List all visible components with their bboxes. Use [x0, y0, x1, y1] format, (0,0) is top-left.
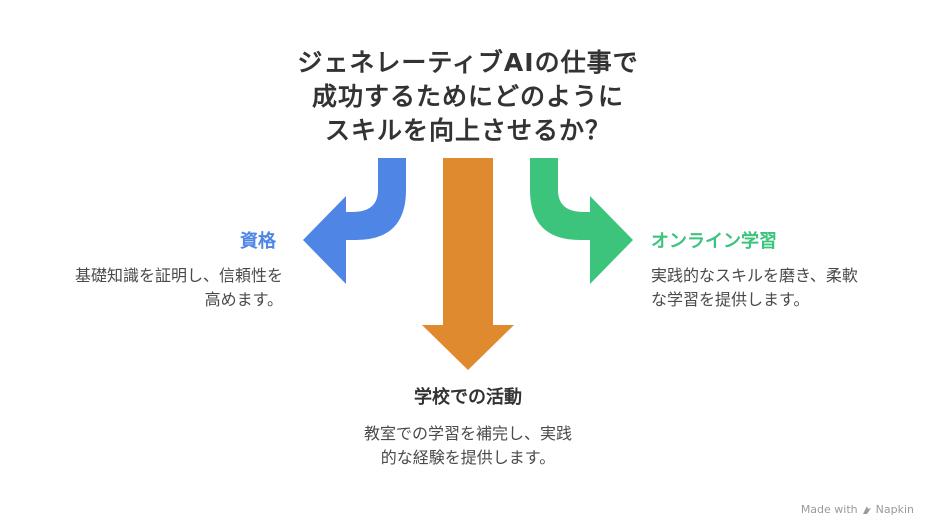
diagram-title: ジェネレーティブAIの仕事で 成功するためにどのように スキルを向上させるか？	[268, 46, 668, 148]
center-branch-description: 教室での学習を補完し、実践 的な経験を提供します。	[318, 422, 618, 470]
left-desc-line-2: 高めます。	[204, 290, 283, 309]
center-desc-line-1: 教室での学習を補完し、実践	[363, 424, 572, 443]
left-desc-line-1: 基礎知識を証明し、信頼性を	[74, 266, 283, 285]
title-line-1: ジェネレーティブAIの仕事で	[297, 48, 639, 77]
right-desc-line-1: 実践的なスキルを磨き、柔軟	[651, 266, 858, 285]
center-desc-line-2: 的な経験を提供します。	[380, 448, 556, 467]
left-branch-description: 基礎知識を証明し、信頼性を 高めます。	[75, 264, 283, 312]
center-branch-label: 学校での活動	[414, 387, 522, 408]
napkin-logo-icon	[862, 505, 871, 514]
right-arrow	[530, 158, 633, 284]
footer-attribution: Made with Napkin	[801, 503, 914, 516]
made-with-text: Made with	[800, 503, 858, 516]
title-line-3: スキルを向上させるか？	[324, 116, 611, 145]
right-branch-description: 実践的なスキルを磨き、柔軟 な学習を提供します。	[651, 264, 858, 312]
left-arrow	[303, 158, 406, 284]
right-branch-label: オンライン学習	[651, 231, 777, 252]
center-arrow	[422, 158, 514, 370]
title-line-2: 成功するためにどのように	[311, 82, 624, 111]
right-desc-line-2: な学習を提供します。	[651, 290, 810, 309]
left-branch-label: 資格	[240, 231, 276, 252]
napkin-brand-text: Napkin	[875, 503, 914, 516]
